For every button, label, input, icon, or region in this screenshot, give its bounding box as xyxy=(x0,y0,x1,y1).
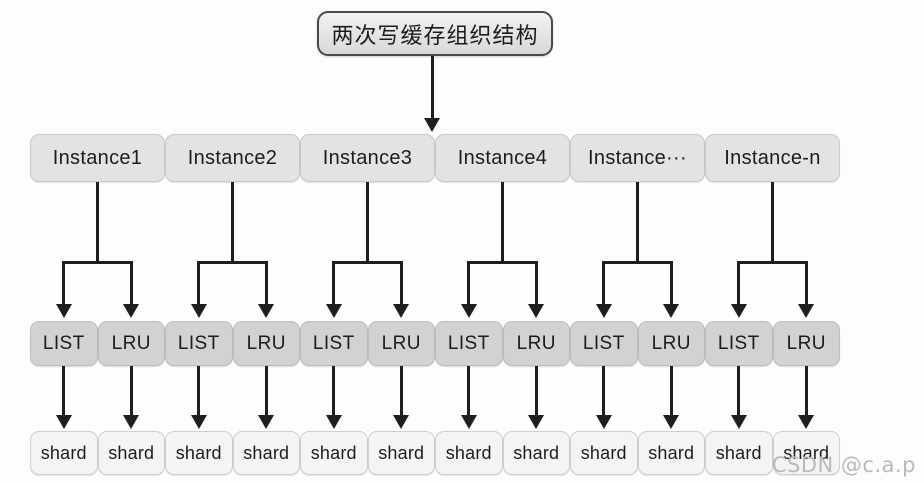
cache-box-6-lru[interactable]: LRU xyxy=(367,321,435,366)
shard-box-7[interactable]: shard xyxy=(435,431,503,475)
shard-box-12[interactable]: shard xyxy=(772,431,840,475)
shard-box-5[interactable]: shard xyxy=(300,431,368,475)
shard-box-10[interactable]: shard xyxy=(637,431,705,475)
connector-cache-4-to-shard-arrowhead xyxy=(258,415,275,429)
connector-instance-2-to-list-arrowhead xyxy=(190,304,207,318)
connector-instance-4-fork xyxy=(468,261,537,264)
connector-instance-3-to-list-arrowhead xyxy=(325,304,342,318)
diagram-title-node: 两次写缓存组织结构 xyxy=(317,11,553,56)
connector-instance-3-to-lru-arrowhead xyxy=(393,304,410,318)
cache-box-9-list[interactable]: LIST xyxy=(570,321,638,366)
shard-box-8[interactable]: shard xyxy=(502,431,570,475)
connector-instance-1-to-list-line xyxy=(62,261,66,304)
connector-cache-12-to-shard-arrowhead xyxy=(798,415,815,429)
connector-instance-3-fork xyxy=(333,261,402,264)
connector-cache-1-to-shard-arrowhead xyxy=(55,415,72,429)
connector-instance-2-to-list-line xyxy=(197,261,201,304)
connector-instance-5-to-lru-line xyxy=(669,261,673,304)
connector-title-to-instances-line xyxy=(431,56,434,120)
connector-cache-11-to-shard-line xyxy=(737,366,741,415)
cache-box-4-lru[interactable]: LRU xyxy=(232,321,300,366)
instance-box-2[interactable]: Instance2 xyxy=(165,134,300,182)
connector-instance-4-to-list-line xyxy=(467,261,471,304)
connector-instance-4-to-list-arrowhead xyxy=(460,304,477,318)
connector-cache-6-to-shard-arrowhead xyxy=(393,415,410,429)
cache-box-12-lru[interactable]: LRU xyxy=(772,321,840,366)
connector-cache-5-to-shard-line xyxy=(332,366,336,415)
connector-instance-4-stem xyxy=(501,182,504,261)
connector-instance-6-fork xyxy=(738,261,807,264)
instance-box-6[interactable]: Instance-n xyxy=(705,134,840,182)
connector-instance-5-fork xyxy=(603,261,672,264)
cache-box-11-list[interactable]: LIST xyxy=(705,321,773,366)
connector-instance-6-to-lru-line xyxy=(804,261,808,304)
instance-box-3[interactable]: Instance3 xyxy=(300,134,435,182)
connector-instance-1-to-lru-arrowhead xyxy=(123,304,140,318)
connector-instance-3-to-list-line xyxy=(332,261,336,304)
connector-instance-2-to-lru-line xyxy=(264,261,268,304)
shard-box-2[interactable]: shard xyxy=(97,431,165,475)
cache-box-3-list[interactable]: LIST xyxy=(165,321,233,366)
connector-instance-2-to-lru-arrowhead xyxy=(258,304,275,318)
connector-instance-5-stem xyxy=(636,182,639,261)
connector-cache-1-to-shard-line xyxy=(62,366,66,415)
connector-cache-9-to-shard-arrowhead xyxy=(595,415,612,429)
cache-box-2-lru[interactable]: LRU xyxy=(97,321,165,366)
connector-cache-8-to-shard-arrowhead xyxy=(528,415,545,429)
connector-cache-3-to-shard-line xyxy=(197,366,201,415)
connector-instance-2-stem xyxy=(231,182,234,261)
shard-box-11[interactable]: shard xyxy=(705,431,773,475)
connector-instance-5-to-list-arrowhead xyxy=(595,304,612,318)
connector-cache-7-to-shard-line xyxy=(467,366,471,415)
cache-box-1-list[interactable]: LIST xyxy=(30,321,98,366)
connector-instance-4-to-lru-line xyxy=(534,261,538,304)
shard-box-9[interactable]: shard xyxy=(570,431,638,475)
connector-instance-3-to-lru-line xyxy=(399,261,403,304)
instance-box-5[interactable]: Instance··· xyxy=(570,134,705,182)
connector-cache-12-to-shard-line xyxy=(804,366,808,415)
shard-box-3[interactable]: shard xyxy=(165,431,233,475)
connector-title-to-instances-arrowhead xyxy=(424,118,440,132)
connector-instance-2-fork xyxy=(198,261,267,264)
connector-cache-4-to-shard-line xyxy=(264,366,268,415)
connector-instance-3-stem xyxy=(366,182,369,261)
cache-box-5-list[interactable]: LIST xyxy=(300,321,368,366)
connector-cache-3-to-shard-arrowhead xyxy=(190,415,207,429)
connector-instance-5-to-lru-arrowhead xyxy=(663,304,680,318)
connector-cache-8-to-shard-line xyxy=(534,366,538,415)
connector-cache-2-to-shard-line xyxy=(129,366,133,415)
connector-instance-6-to-lru-arrowhead xyxy=(798,304,815,318)
shard-box-6[interactable]: shard xyxy=(367,431,435,475)
connector-instance-1-to-lru-line xyxy=(129,261,133,304)
connector-instance-6-to-list-arrowhead xyxy=(730,304,747,318)
connector-cache-10-to-shard-arrowhead xyxy=(663,415,680,429)
cache-box-7-list[interactable]: LIST xyxy=(435,321,503,366)
cache-box-10-lru[interactable]: LRU xyxy=(637,321,705,366)
instance-box-1[interactable]: Instance1 xyxy=(30,134,165,182)
connector-instance-1-stem xyxy=(96,182,99,261)
connector-instance-6-stem xyxy=(771,182,774,261)
cache-box-8-lru[interactable]: LRU xyxy=(502,321,570,366)
connector-cache-11-to-shard-arrowhead xyxy=(730,415,747,429)
connector-instance-1-fork xyxy=(63,261,132,264)
shard-box-4[interactable]: shard xyxy=(232,431,300,475)
connector-cache-5-to-shard-arrowhead xyxy=(325,415,342,429)
connector-instance-6-to-list-line xyxy=(737,261,741,304)
connector-cache-6-to-shard-line xyxy=(399,366,403,415)
connector-cache-7-to-shard-arrowhead xyxy=(460,415,477,429)
instance-box-4[interactable]: Instance4 xyxy=(435,134,570,182)
connector-cache-9-to-shard-line xyxy=(602,366,606,415)
connector-instance-5-to-list-line xyxy=(602,261,606,304)
connector-instance-4-to-lru-arrowhead xyxy=(528,304,545,318)
shard-box-1[interactable]: shard xyxy=(30,431,98,475)
connector-cache-10-to-shard-line xyxy=(669,366,673,415)
connector-cache-2-to-shard-arrowhead xyxy=(123,415,140,429)
connector-instance-1-to-list-arrowhead xyxy=(55,304,72,318)
